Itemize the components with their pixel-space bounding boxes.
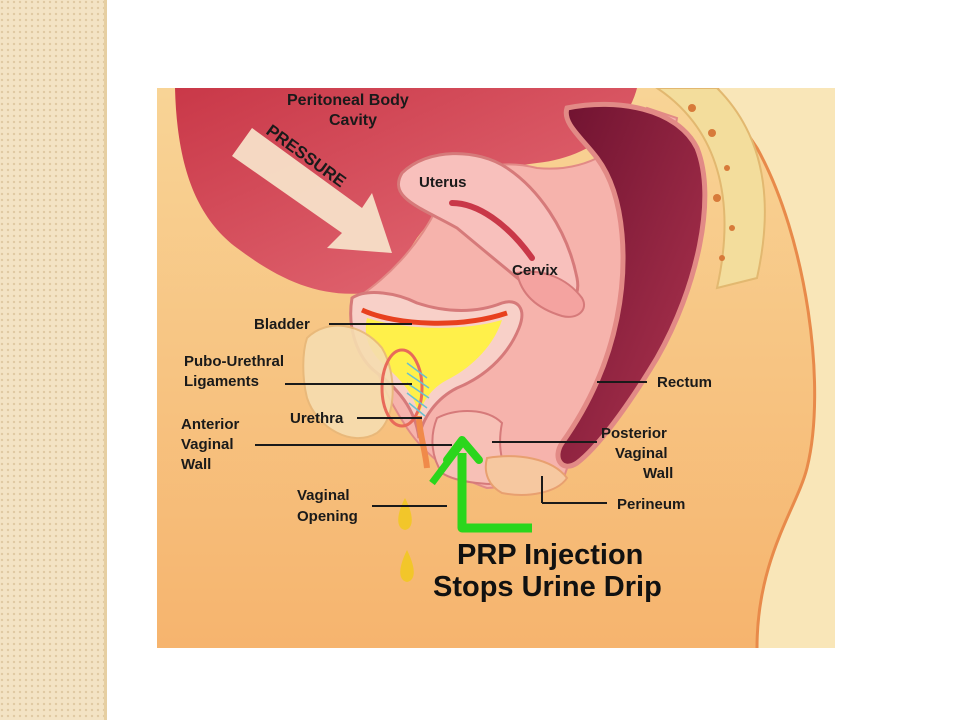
bladder-urine — [365, 318, 502, 416]
decorative-side-edge — [104, 0, 107, 720]
bladder-wall — [360, 307, 508, 326]
urine-drop-2 — [400, 550, 414, 582]
sacrum — [655, 88, 766, 290]
label-anterior-2: Vaginal — [181, 436, 234, 453]
label-uterus: Uterus — [419, 174, 467, 191]
label-peritoneal-2: Cavity — [329, 112, 377, 129]
label-rectum: Rectum — [657, 374, 712, 391]
pubic-bone — [302, 324, 394, 439]
label-pubo-2: Ligaments — [184, 373, 259, 390]
urethra — [416, 415, 430, 469]
label-posterior-3: Wall — [643, 465, 673, 482]
cervix — [515, 270, 585, 318]
anatomy-svg: PRESSURE — [157, 88, 835, 648]
caption-line-1: PRP Injection — [457, 539, 643, 571]
caption-line-2: Stops Urine Drip — [433, 571, 662, 603]
prp-injection-arrow — [457, 453, 532, 533]
sacrum-dots — [688, 104, 735, 261]
pressure-arrow — [232, 128, 392, 253]
label-anterior-1: Anterior — [181, 416, 240, 433]
label-urethra: Urethra — [290, 410, 344, 427]
anatomy-diagram: PRESSURE — [157, 88, 835, 648]
label-pubo-1: Pubo-Urethral — [184, 353, 284, 370]
rectum — [555, 101, 708, 469]
leader-lines — [255, 323, 647, 507]
decorative-side-strip — [0, 0, 104, 720]
label-vaginal-2: Opening — [297, 508, 358, 525]
body-outline — [715, 88, 817, 648]
label-vaginal-1: Vaginal — [297, 487, 350, 504]
uterine-cavity — [449, 200, 535, 261]
label-perineum: Perineum — [617, 496, 685, 513]
label-anterior-3: Wall — [181, 456, 211, 473]
prp-injection-arrow-stub — [429, 440, 465, 486]
label-peritoneal-1: Peritoneal Body — [287, 92, 409, 109]
label-cervix: Cervix — [512, 262, 559, 279]
label-posterior-1: Posterior — [601, 425, 667, 442]
outer-skin-region — [157, 88, 835, 648]
label-bladder: Bladder — [254, 316, 310, 333]
perineum — [484, 455, 569, 496]
label-posterior-2: Vaginal — [615, 445, 668, 462]
ligament-lines — [406, 362, 430, 417]
pubo-urethral-ligament-ring — [380, 348, 424, 428]
